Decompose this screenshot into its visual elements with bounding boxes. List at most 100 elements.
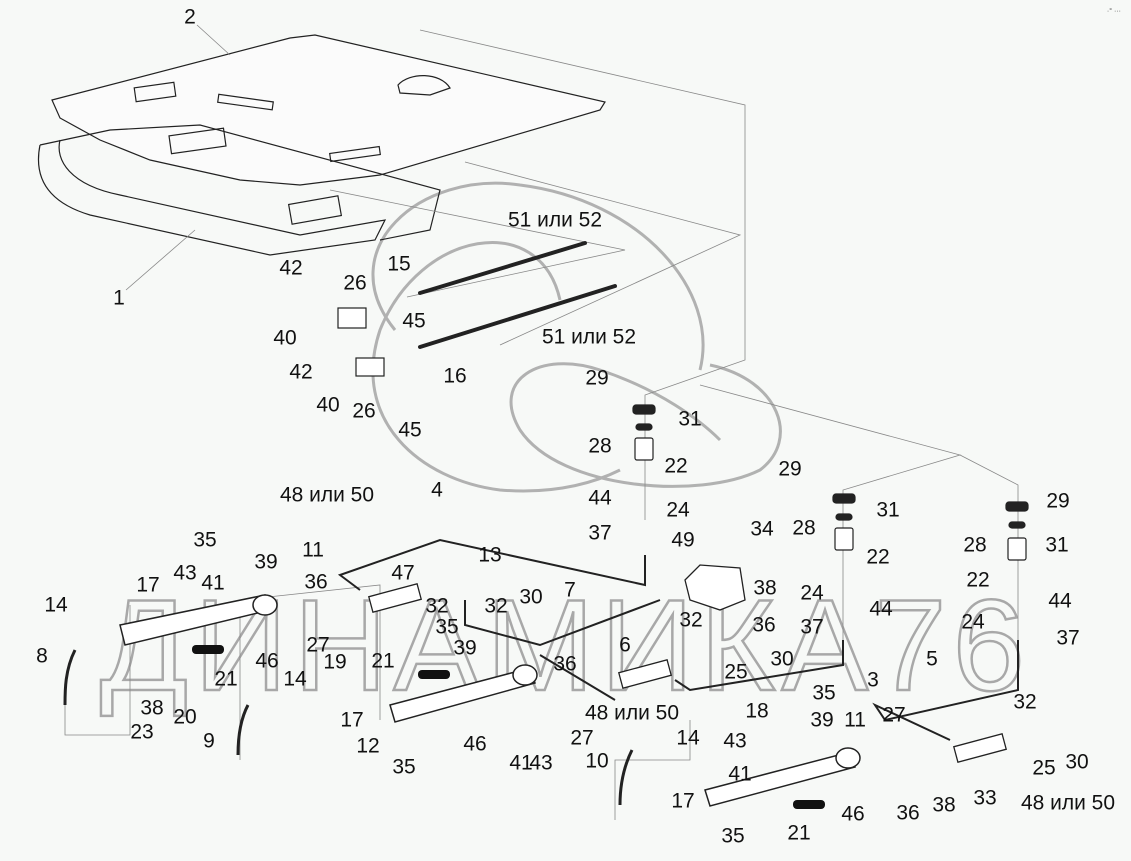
callout-label-32d: 32 xyxy=(1013,690,1037,714)
callout-label-37c: 37 xyxy=(1056,626,1080,650)
callout-label-33: 33 xyxy=(973,786,997,810)
callout-label-28b: 28 xyxy=(792,516,816,540)
callout-label-21b: 21 xyxy=(214,667,238,691)
callout-label-17b: 17 xyxy=(340,708,364,732)
callout-label-30a: 30 xyxy=(519,585,543,609)
callout-label-17c: 17 xyxy=(671,789,695,813)
cables xyxy=(418,241,617,349)
callout-label-45a: 45 xyxy=(402,309,426,333)
callout-label-45b: 45 xyxy=(398,418,422,442)
callout-label-35d: 35 xyxy=(392,755,416,779)
callout-label-38a: 38 xyxy=(753,576,777,600)
callout-label-38c: 38 xyxy=(932,793,956,817)
cylinders xyxy=(367,583,1008,763)
callout-label-5: 5 xyxy=(926,647,938,671)
callout-label-14a: 14 xyxy=(44,593,68,617)
callout-label-27c: 27 xyxy=(882,703,906,727)
callout-label-31c: 31 xyxy=(1045,533,1069,557)
callout-label-16: 16 xyxy=(443,364,467,388)
seat-frame xyxy=(37,124,441,256)
callout-label-22a: 22 xyxy=(664,454,688,478)
watermark-text: ДИНАМИКА76 xyxy=(100,572,1031,718)
callout-label-36b: 36 xyxy=(752,613,776,637)
callout-label-10: 10 xyxy=(585,749,609,773)
callout-label-42a: 42 xyxy=(279,256,303,280)
callout-label-30b: 30 xyxy=(770,647,794,671)
callout-label-51b: 51 или 52 xyxy=(541,325,637,349)
callout-label-44c: 44 xyxy=(1048,589,1072,613)
callout-label-31b: 31 xyxy=(876,498,900,522)
tubes xyxy=(337,538,1019,741)
callout-label-46c: 46 xyxy=(841,802,865,826)
callout-label-43a: 43 xyxy=(173,561,197,585)
watermark-swirl xyxy=(371,181,782,493)
callout-label-11b: 11 xyxy=(844,708,866,732)
callout-label-24c: 24 xyxy=(961,610,985,634)
brackets xyxy=(337,307,385,377)
callout-label-38b: 38 xyxy=(140,696,164,720)
callout-label-22b: 22 xyxy=(866,545,890,569)
callout-label-51a: 51 или 52 xyxy=(507,208,603,232)
callout-label-32b: 32 xyxy=(484,594,508,618)
callout-label-41b: 41 xyxy=(509,751,533,775)
callout-label-40a: 40 xyxy=(273,326,297,350)
callout-label-46b: 46 xyxy=(463,732,487,756)
callout-label-28c: 28 xyxy=(963,533,987,557)
callout-label-39a: 39 xyxy=(254,550,278,574)
callout-label-14b: 14 xyxy=(283,667,307,691)
callout-label-42b: 42 xyxy=(289,360,313,384)
callout-label-32c: 32 xyxy=(679,608,703,632)
callout-label-36a: 36 xyxy=(304,570,328,594)
callout-label-14c: 14 xyxy=(676,726,700,750)
callout-label-20: 20 xyxy=(173,705,197,729)
callout-label-2: 2 xyxy=(184,5,196,29)
callout-label-12: 12 xyxy=(356,734,380,758)
callout-label-9: 9 xyxy=(203,729,215,753)
callout-label-4: 4 xyxy=(431,478,443,502)
callout-label-35a: 35 xyxy=(193,528,217,552)
callout-label-41c: 41 xyxy=(728,762,752,786)
callout-label-1: 1 xyxy=(113,286,125,310)
callout-label-35c: 35 xyxy=(812,681,836,705)
springs xyxy=(192,645,825,809)
callout-label-19: 19 xyxy=(323,650,347,674)
callout-label-32a: 32 xyxy=(425,594,449,618)
callout-label-25b: 25 xyxy=(1032,756,1056,780)
callout-label-28a: 28 xyxy=(588,434,612,458)
callout-label-24b: 24 xyxy=(800,581,824,605)
callout-label-46a: 46 xyxy=(255,649,279,673)
callout-label-44b: 44 xyxy=(869,597,893,621)
callout-label-21c: 21 xyxy=(787,821,811,845)
callout-label-18: 18 xyxy=(745,699,769,723)
pedals xyxy=(63,649,634,806)
callout-label-15: 15 xyxy=(387,252,411,276)
callout-label-37a: 37 xyxy=(588,521,612,545)
callout-label-27a: 27 xyxy=(306,633,330,657)
callout-label-22c: 22 xyxy=(966,568,990,592)
callout-label-13: 13 xyxy=(478,543,502,567)
callout-label-43c: 43 xyxy=(529,751,553,775)
callout-label-35b: 35 xyxy=(435,615,459,639)
callout-label-34: 34 xyxy=(750,517,774,541)
callout-label-43b: 43 xyxy=(723,729,747,753)
callout-label-48a: 48 или 50 xyxy=(279,483,375,507)
callout-label-36d: 36 xyxy=(896,801,920,825)
callout-label-30c: 30 xyxy=(1065,750,1089,774)
callout-label-26b: 26 xyxy=(352,399,376,423)
callout-label-37b: 37 xyxy=(800,615,824,639)
callout-label-41a: 41 xyxy=(201,571,225,595)
callout-label-49: 49 xyxy=(671,528,695,552)
callout-label-47: 47 xyxy=(391,561,415,585)
callout-label-29b: 29 xyxy=(778,457,802,481)
callout-label-35e: 35 xyxy=(721,824,745,848)
levers xyxy=(119,594,861,807)
callout-label-48c: 48 или 50 xyxy=(1020,791,1116,815)
callout-label-39b: 39 xyxy=(453,636,477,660)
callout-label-23: 23 xyxy=(130,720,154,744)
callout-label-40b: 40 xyxy=(316,393,340,417)
callout-label-48b: 48 или 50 xyxy=(584,701,680,725)
callout-label-17a: 17 xyxy=(136,573,160,597)
callout-label-36c: 36 xyxy=(553,652,577,676)
callout-label-27b: 27 xyxy=(570,726,594,750)
